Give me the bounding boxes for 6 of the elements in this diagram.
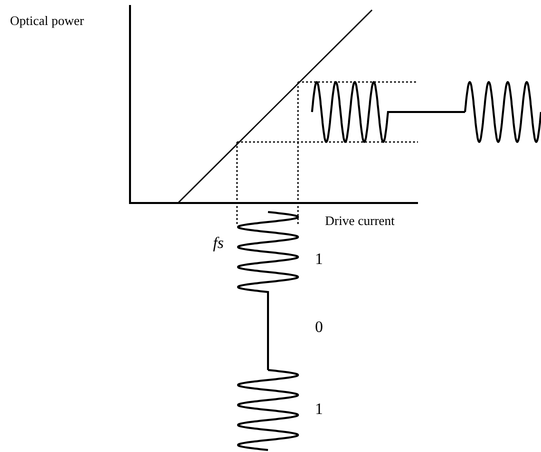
frequency-label: fs [213, 236, 224, 252]
bit-label: 1 [315, 252, 323, 268]
bit-label: 1 [315, 402, 323, 418]
axis-label: Drive current [325, 214, 395, 227]
axis-label: Optical power [10, 14, 84, 27]
bit-label: 0 [315, 320, 323, 336]
